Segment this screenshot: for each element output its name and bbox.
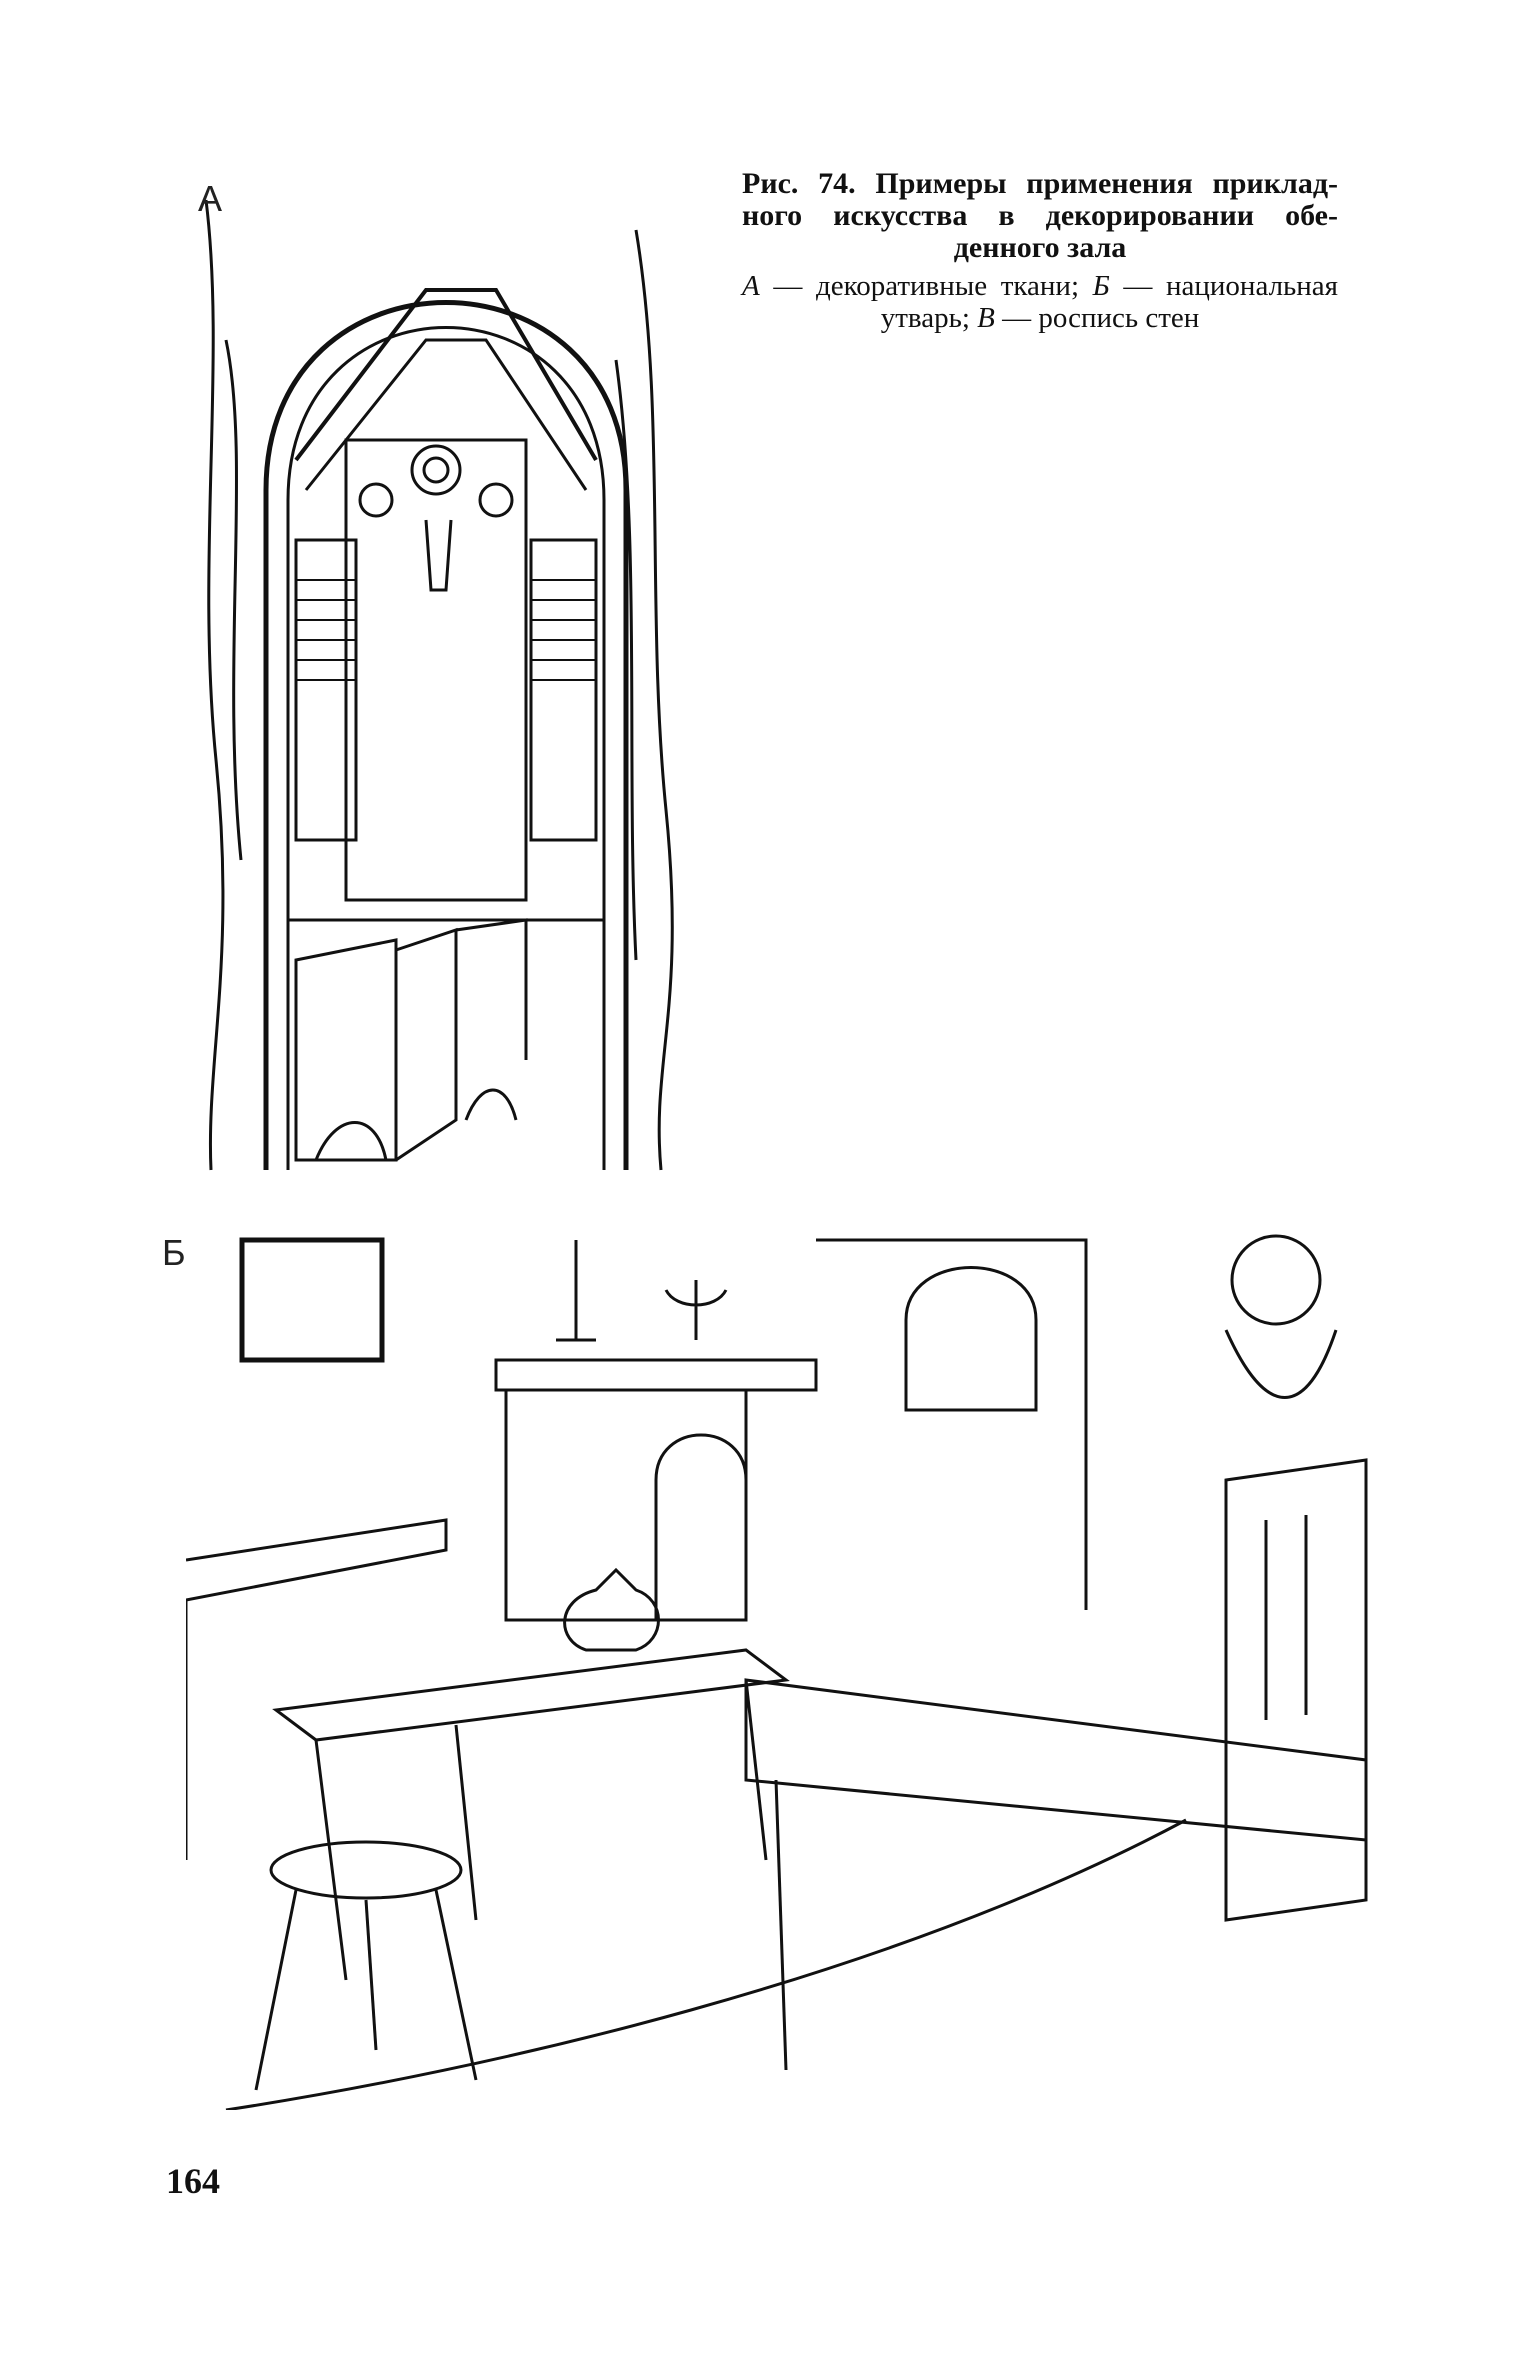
figure-b-illustration: [186, 1234, 1368, 2110]
figure-letter-b: Б: [162, 1232, 186, 1273]
legend-letter-a: А: [742, 270, 760, 302]
legend-letter-b: Б: [1092, 270, 1110, 302]
figure-a-illustration: [204, 199, 674, 1171]
legend-text-v: — роспись стен: [994, 302, 1200, 334]
legend-text-a: — декоративные ткани;: [759, 270, 1093, 302]
legend-text-b: — нацио­нальная утварь;: [880, 270, 1338, 334]
legend-letter-v: В: [977, 302, 995, 334]
figure-letter-a: А: [198, 178, 223, 219]
caption-title: Рис. 74. Примеры применения приклад­ного…: [742, 167, 1338, 264]
page-number: 164: [166, 2161, 220, 2201]
caption-legend: А — декоративные ткани; Б — нацио­нальна…: [742, 270, 1338, 334]
figure-caption: Рис. 74. Примеры применения приклад­ного…: [742, 167, 1338, 335]
